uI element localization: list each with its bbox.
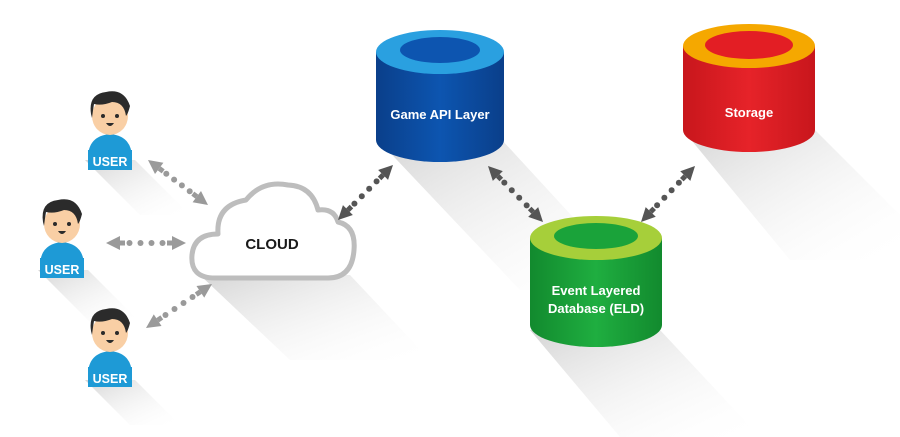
arrow-dot — [178, 182, 185, 189]
arrow-dot — [351, 200, 358, 207]
eld-label-line2: Database (ELD) — [548, 301, 644, 316]
arrowhead-icon — [196, 284, 212, 298]
arrow-dot — [162, 312, 169, 319]
arrow-dot — [180, 299, 187, 306]
eld-node[interactable]: Event Layered Database (ELD) — [530, 216, 662, 347]
arrow-dot — [171, 306, 178, 313]
user-eye — [115, 114, 119, 118]
arrow-shaft — [527, 206, 535, 214]
user-shirt — [88, 367, 132, 387]
arrow-shaft — [156, 315, 164, 323]
user1-shadow — [85, 160, 190, 215]
arrow-shaft — [346, 204, 354, 212]
user-node[interactable]: USER — [40, 199, 84, 278]
arrowhead-icon — [106, 236, 120, 250]
arrowhead-icon — [378, 165, 393, 180]
cloud-shadow — [200, 275, 430, 360]
storage-label: Storage — [725, 105, 773, 120]
arrow-dot — [373, 178, 380, 185]
arrow-dot — [675, 179, 682, 186]
arrow-dot — [189, 293, 196, 300]
arrowhead-icon — [641, 207, 656, 222]
arrow-shaft — [680, 174, 688, 182]
cloud-shape — [189, 181, 357, 281]
cylinder-body — [376, 52, 504, 162]
bidirectional-arrow — [488, 166, 543, 222]
storage-node[interactable]: Storage — [683, 24, 815, 152]
user-shirt — [40, 258, 84, 278]
eld-shadow — [530, 330, 760, 437]
arrow-dot — [508, 187, 515, 194]
arrowhead-icon — [146, 314, 162, 328]
user-face — [92, 314, 128, 352]
user-face — [44, 205, 80, 243]
arrow-shaft — [157, 166, 165, 174]
arrow-dot — [516, 194, 523, 201]
arrowhead-icon — [488, 166, 503, 181]
arrowhead-icon — [192, 191, 208, 205]
arrow-dot — [163, 170, 170, 177]
user-eye — [115, 331, 119, 335]
arrow-dot — [126, 240, 133, 246]
user-mouth — [106, 340, 114, 343]
arrow-dot — [171, 176, 178, 183]
user-face — [92, 97, 128, 135]
game-api-label: Game API Layer — [390, 107, 489, 122]
arrow-dot — [159, 240, 166, 246]
user-hair — [90, 91, 130, 118]
user-label: USER — [93, 372, 128, 386]
cylinder-hole — [554, 223, 638, 249]
arrow-dot — [523, 202, 530, 209]
storage-shadow — [683, 130, 900, 260]
arrow-dot — [358, 193, 365, 200]
user-eye — [67, 222, 71, 226]
arrow-shaft — [191, 191, 199, 199]
connections — [106, 160, 695, 328]
user-node[interactable]: USER — [88, 308, 132, 387]
cylinder-hole — [705, 31, 793, 59]
arrowhead-icon — [528, 207, 543, 222]
arrow-shaft — [377, 173, 385, 181]
user3-shadow — [85, 380, 180, 425]
arrow-dot — [186, 188, 193, 195]
arrow-dot — [668, 187, 675, 194]
cloud-label: CLOUD — [245, 236, 298, 253]
arrow-dot — [366, 185, 373, 192]
bidirectional-arrow — [146, 284, 212, 328]
arrow-shaft — [648, 206, 656, 214]
arrow-dot — [654, 202, 661, 209]
bidirectional-arrow — [106, 236, 186, 250]
arrowhead-icon — [172, 236, 186, 250]
user-hair — [42, 199, 82, 226]
user-label: USER — [45, 263, 80, 277]
user-mouth — [58, 231, 66, 234]
eld-label-line1: Event Layered — [552, 283, 641, 298]
cylinder-hole — [400, 37, 480, 63]
user-eye — [53, 222, 57, 226]
bidirectional-arrow — [338, 165, 393, 220]
arrow-dot — [661, 194, 668, 201]
user-eye — [101, 331, 105, 335]
cylinder-body — [530, 238, 662, 347]
user-shirt — [88, 150, 132, 170]
arrow-shaft — [194, 289, 202, 297]
bidirectional-arrow — [148, 160, 208, 205]
bidirectional-arrow — [641, 166, 695, 222]
user-node[interactable]: USER — [88, 91, 132, 170]
arrow-shaft — [496, 174, 504, 182]
game-api-layer-node[interactable]: Game API Layer — [376, 30, 504, 162]
arrow-dot — [501, 179, 508, 186]
user-eye — [101, 114, 105, 118]
cloud-node[interactable]: CLOUD — [189, 181, 357, 281]
cylinder-body — [683, 46, 815, 152]
arrow-dot — [137, 240, 144, 246]
arrowhead-icon — [148, 160, 164, 174]
arrowhead-icon — [680, 166, 695, 181]
user-label: USER — [93, 155, 128, 169]
arrow-dot — [148, 240, 155, 246]
user-mouth — [106, 123, 114, 126]
arrowhead-icon — [338, 205, 353, 220]
user-hair — [90, 308, 130, 335]
